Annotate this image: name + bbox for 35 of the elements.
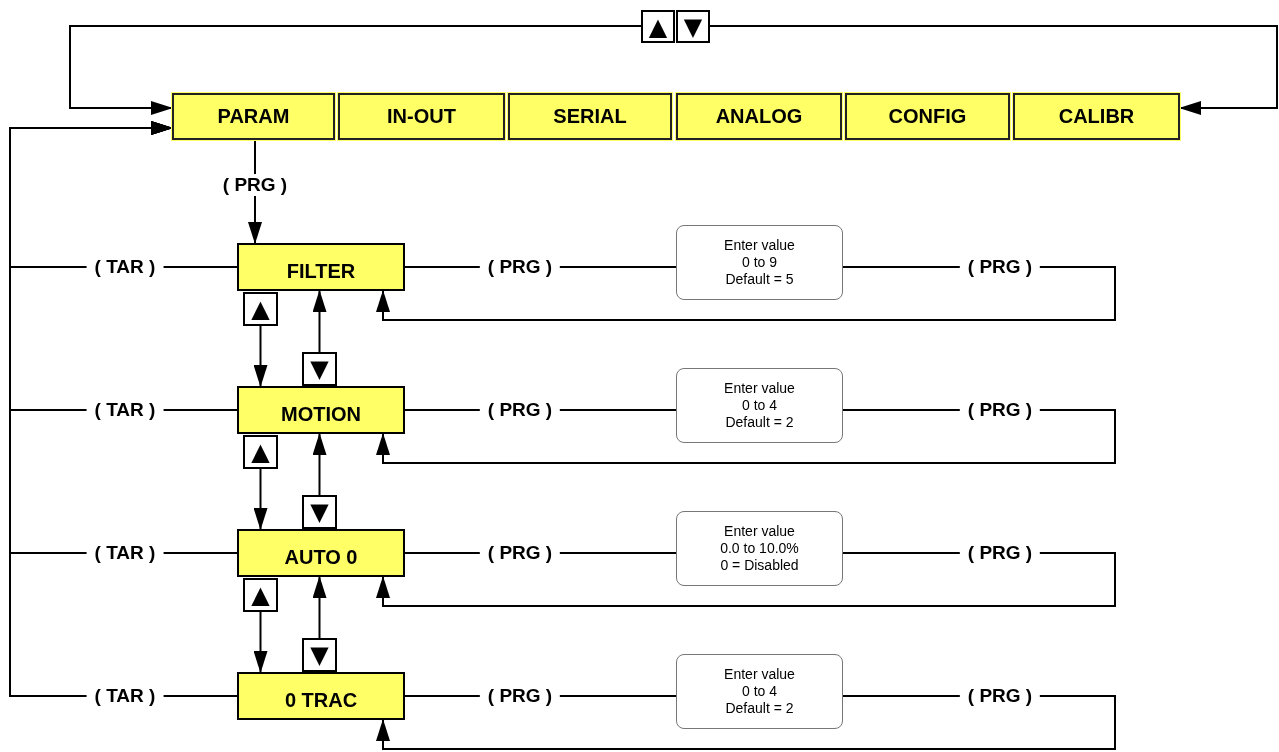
arrow: [312, 576, 327, 639]
arrow: [9, 121, 238, 697]
arrow: [376, 266, 1116, 321]
menu-item-box: FILTER: [237, 243, 405, 291]
arrow: [312, 433, 327, 496]
arrow: [312, 290, 327, 353]
menu-tab: CALIBR: [1013, 93, 1180, 140]
menu-tab: IN-OUT: [338, 93, 505, 140]
menu-tab: ANALOG: [676, 93, 842, 140]
value-box: Enter value 0 to 4 Default = 2: [676, 654, 843, 729]
arrow: [69, 25, 642, 115]
arrow: [376, 695, 1116, 750]
arrow-key: ▼: [302, 495, 337, 529]
arrow: [253, 325, 268, 387]
arrow-key: ▲: [243, 578, 278, 612]
arrow-key: ▼: [302, 638, 337, 672]
value-box: Enter value 0.0 to 10.0% 0 = Disabled: [676, 511, 843, 586]
menu-tab: PARAM: [172, 93, 335, 140]
arrow-key: ▲: [243, 292, 278, 326]
arrow: [376, 552, 1116, 607]
arrow-key: ▲: [243, 435, 278, 469]
arrow-key: ▼: [302, 352, 337, 386]
menu-item-box: MOTION: [237, 386, 405, 434]
arrow: [253, 468, 268, 530]
arrow: [253, 611, 268, 673]
arrow: [709, 25, 1278, 115]
value-box: Enter value 0 to 4 Default = 2: [676, 368, 843, 443]
value-box: Enter value 0 to 9 Default = 5: [676, 225, 843, 300]
arrow-key: ▼: [676, 10, 710, 43]
menu-tab: SERIAL: [508, 93, 672, 140]
arrow-key: ▲: [641, 10, 675, 43]
menu-item-box: AUTO 0: [237, 529, 405, 577]
arrow: [376, 409, 1116, 464]
menu-item-box: 0 TRAC: [237, 672, 405, 720]
menu-tab: CONFIG: [845, 93, 1010, 140]
